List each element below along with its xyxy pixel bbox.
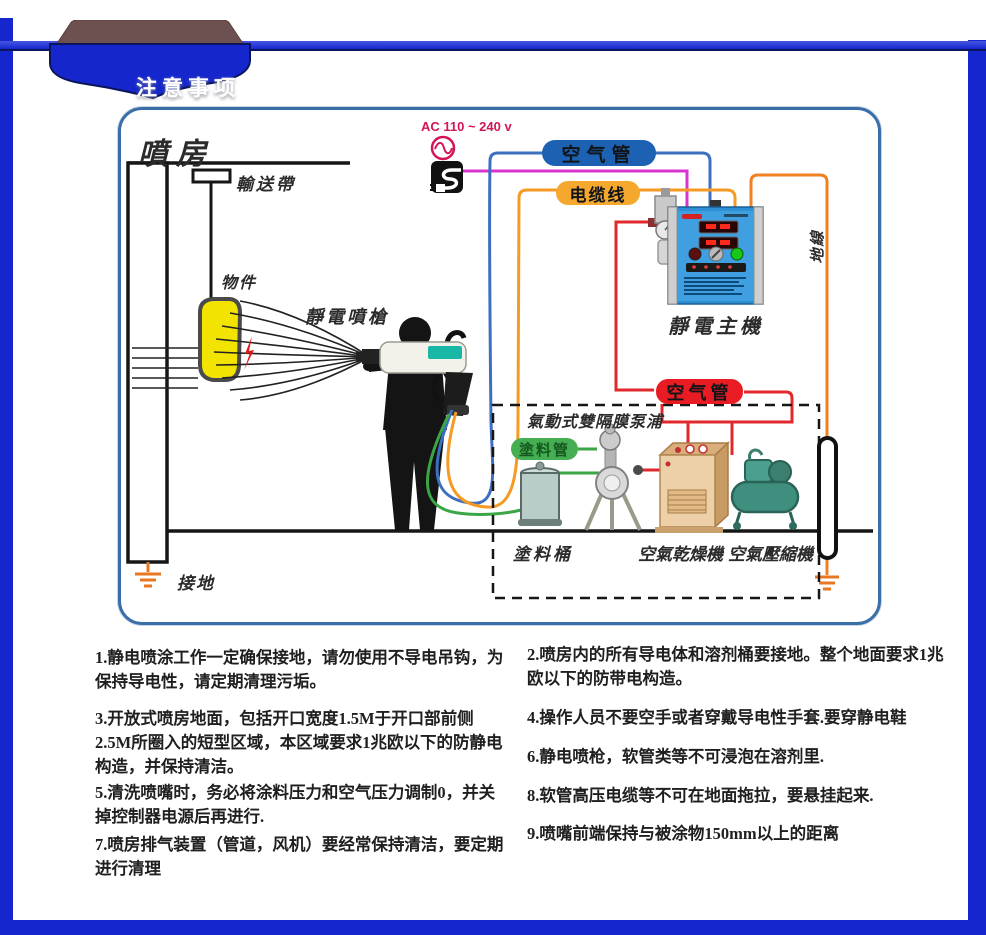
gun-cable-orange	[446, 188, 737, 509]
air-compressor-label: 空氣壓縮機	[728, 545, 813, 564]
main-unit-box	[667, 200, 764, 305]
diagram-panel	[118, 107, 881, 625]
conveyor-bracket	[191, 168, 232, 300]
air-pipe-blue-pill: 空气管	[542, 140, 656, 166]
air-dryer	[655, 441, 730, 533]
note-7: 7.喷房排气装置（管道，风机）要经常保持清洁，要定期进行清理	[95, 835, 504, 878]
air-compressor	[730, 448, 800, 530]
diaphragm-pump	[584, 423, 643, 531]
ac-power-label: AC 110 ~ 240 v	[421, 119, 512, 134]
paint-hose-green	[426, 413, 522, 516]
ground-label: 接地	[177, 574, 215, 593]
booth-label: 噴房	[138, 138, 214, 171]
badge-shape	[49, 20, 251, 100]
note-5: 5.清洗喷嘴时，务必将涂料压力和空气压力调制0，并关掉控制器电源后再进行.	[95, 783, 496, 826]
conveyor-label: 輸送帶	[236, 175, 296, 194]
header-band	[0, 41, 986, 51]
main-unit-label: 靜電主機	[668, 316, 764, 338]
note-6: 6.静电喷枪，软管类等不可浸泡在溶剂里.	[527, 747, 824, 766]
note-4: 4.操作人员不要空手或者穿戴导电性手套.要穿静电鞋	[527, 708, 907, 727]
page-title: 注意事项	[136, 77, 240, 100]
note-9: 9.喷嘴前端保持与被涂物150mm以上的距离	[527, 824, 840, 843]
cable-pill: 电缆线	[556, 181, 640, 205]
plug-icon	[430, 161, 463, 193]
equipment-dashed-box	[491, 403, 821, 600]
power-cord-line	[463, 169, 689, 207]
air-dryer-label: 空氣乾燥機	[638, 545, 723, 564]
spray-fan	[132, 300, 371, 401]
spark-icon	[244, 336, 254, 370]
frame-left	[0, 18, 13, 935]
ac-power-icon	[430, 135, 456, 161]
frame-bottom	[0, 920, 986, 935]
note-1: 1.静电喷涂工作一定确保接地，请勿使用不导电吊钩，为保持导电性，请定期清理污垢。	[95, 648, 504, 691]
object-label: 物件	[221, 275, 258, 292]
pump-label: 氣動式雙隔膜泵浦	[527, 414, 664, 431]
ground-symbol-left	[135, 562, 161, 588]
note-8: 8.软管高压电缆等不可在地面拖拉，要悬挂起来.	[527, 786, 874, 805]
paint-bucket-label: 塗料桶	[513, 545, 573, 564]
ground-wire-label: 地線	[810, 229, 827, 264]
gun-label: 靜電噴槍	[305, 307, 389, 327]
paint-pipe-pill: 塗料管	[511, 438, 578, 460]
note-3: 3.开放式喷房地面，包括开口宽度1.5M于开口部前侧2.5M所圈入的短型区域，本…	[95, 709, 503, 776]
note-2: 2.喷房内的所有导电体和溶剂桶要接地。整个地面要求1兆欧以下的防带电构造。	[527, 645, 944, 688]
header-badge: 注意事项	[40, 20, 258, 104]
ground-capsule	[817, 436, 838, 560]
air-pipe-red-pill: 空气管	[656, 379, 743, 404]
spray-gun	[356, 330, 473, 416]
frame-right	[968, 40, 986, 935]
paint-bucket	[518, 461, 562, 526]
